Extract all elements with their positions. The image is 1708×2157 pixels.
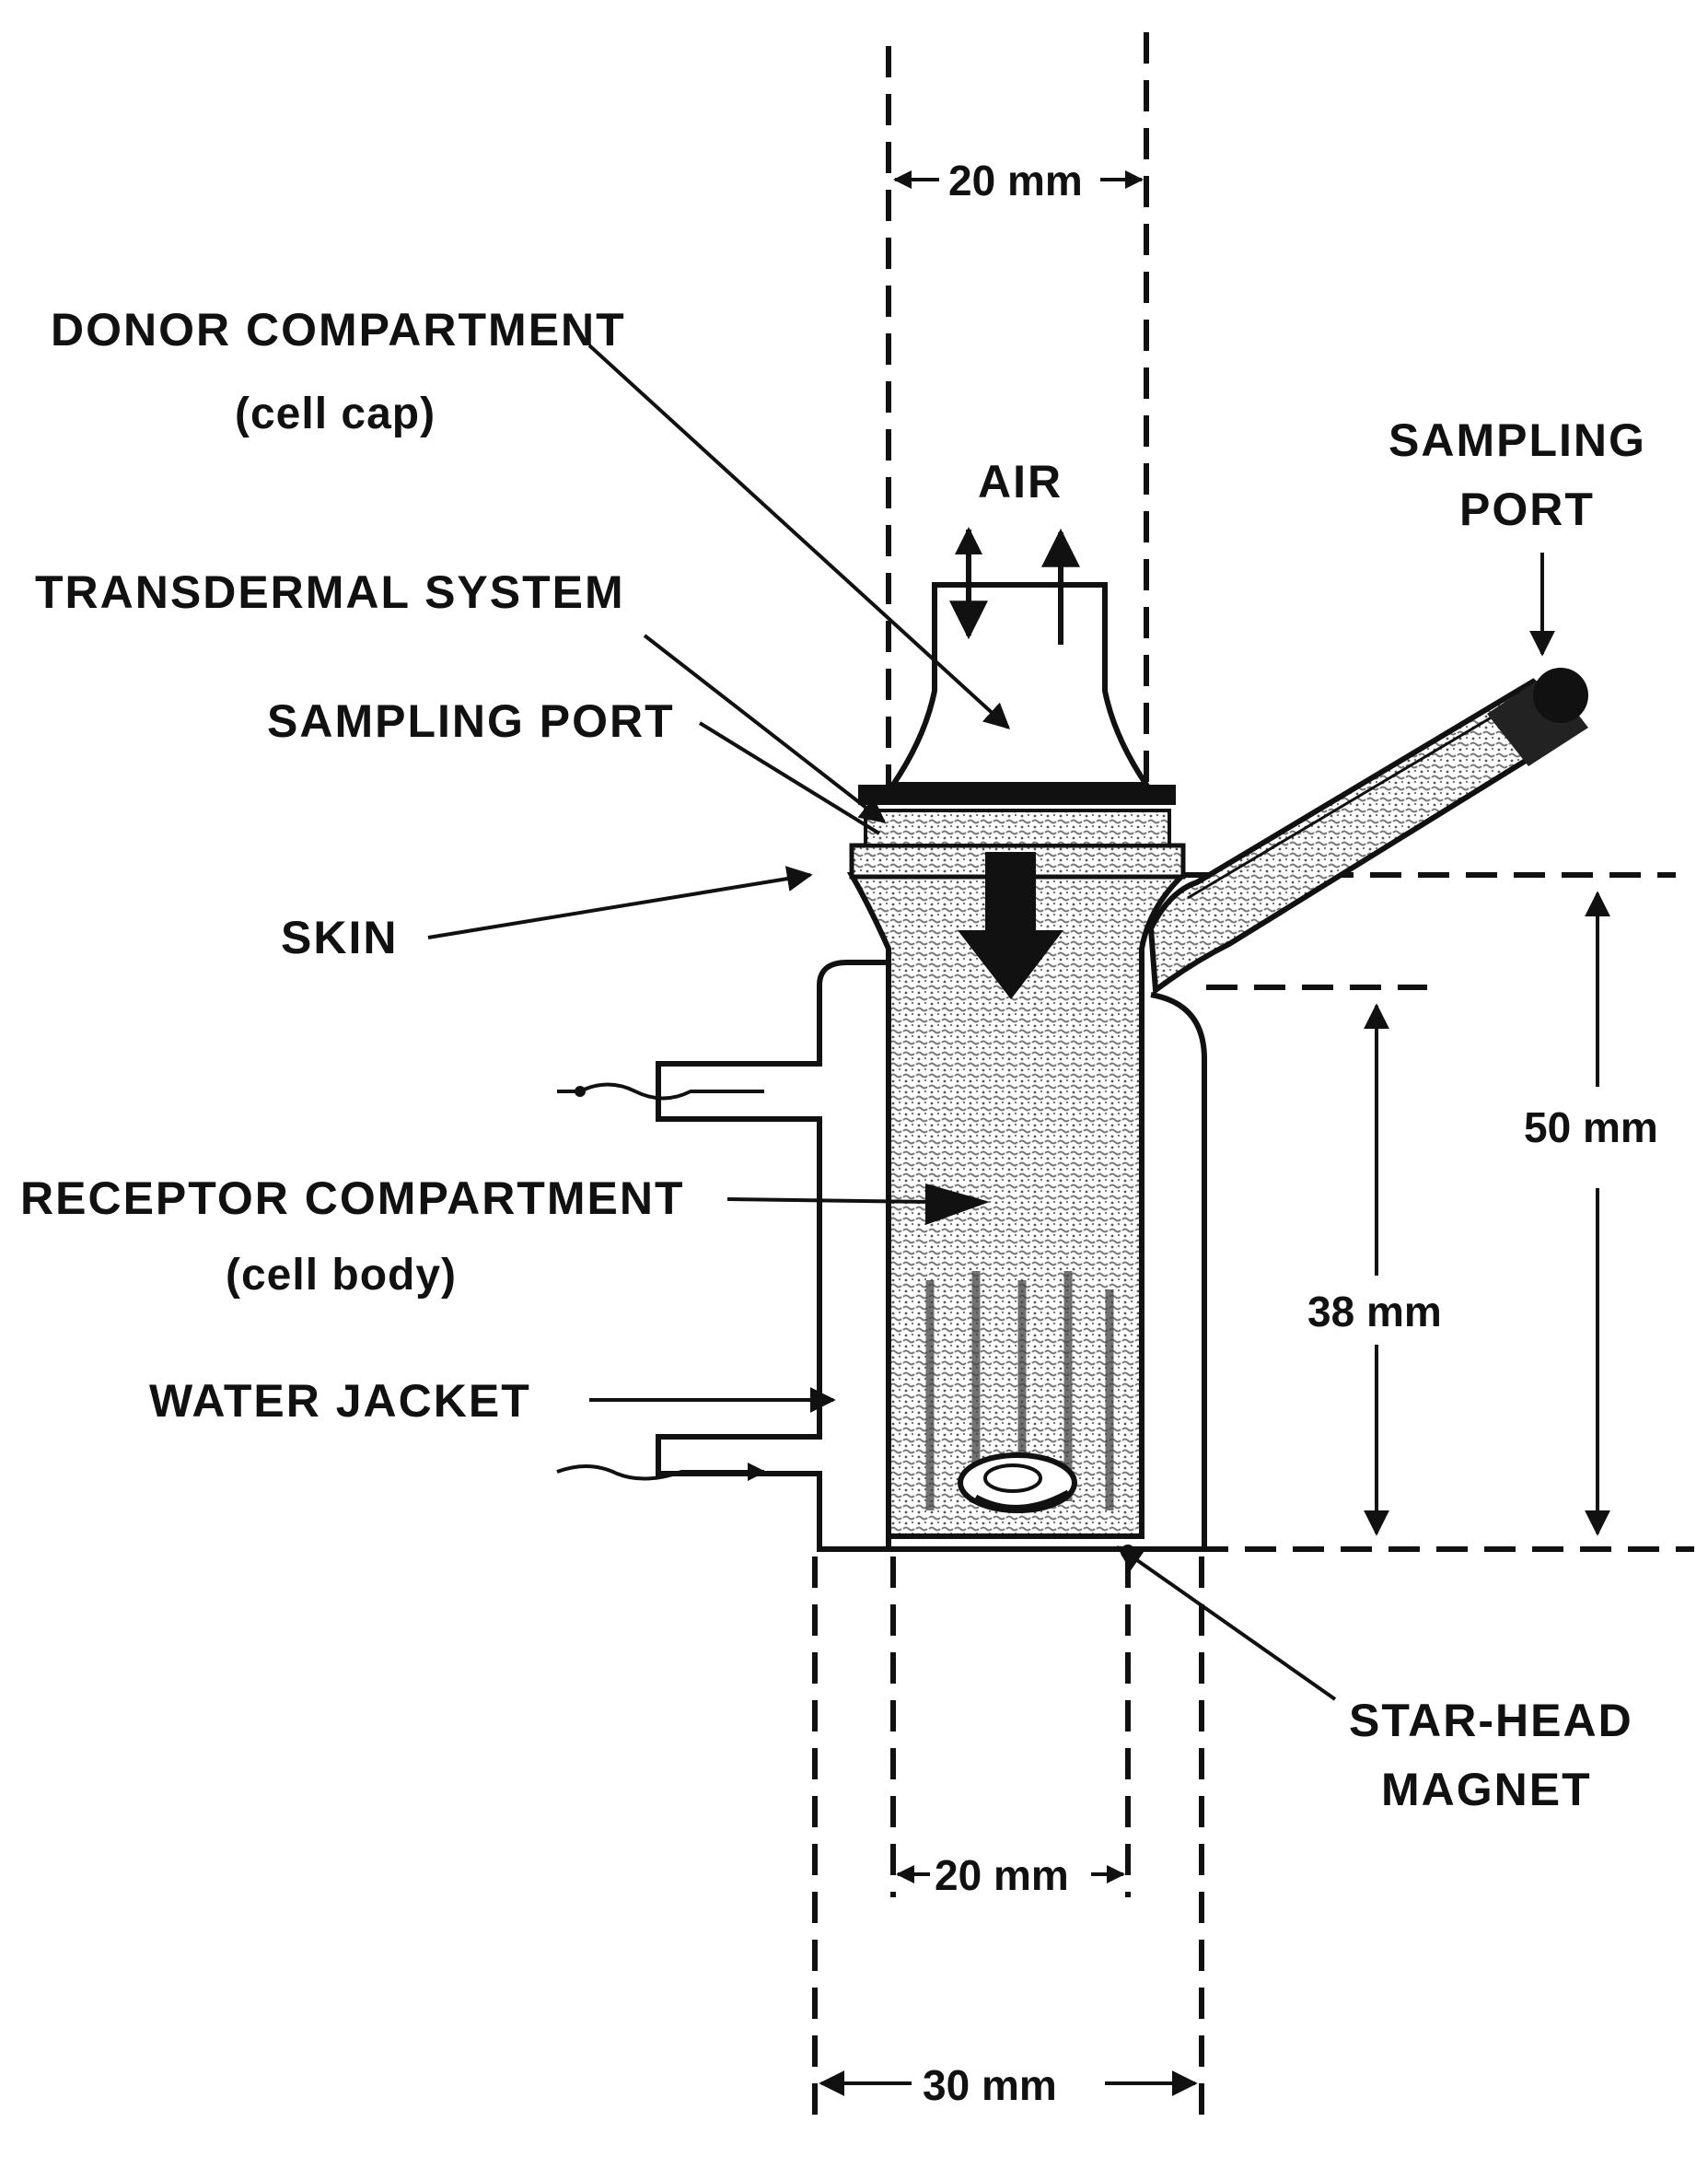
water-inlet-hose (557, 1082, 764, 1101)
sampling-port-cap (1533, 668, 1588, 723)
dim-height-outer: 50 mm (1524, 1103, 1658, 1151)
leader-skin (427, 866, 813, 939)
water-outlet-hose (556, 1463, 766, 1481)
label-water-jacket: WATER JACKET (149, 1375, 531, 1427)
label-receptor-sub: (cell body) (226, 1251, 457, 1300)
leader-magnet (1116, 1545, 1337, 1701)
flux-arrow (958, 852, 1063, 999)
leader-lines (427, 344, 1555, 1701)
label-sampling-port-left: SAMPLING PORT (267, 695, 675, 747)
dimension-arrows (819, 170, 1610, 2096)
transdermal-layer (864, 809, 1171, 847)
dim-top-width: 20 mm (948, 157, 1083, 204)
label-receptor-compartment: RECEPTOR COMPARTMENT (20, 1172, 685, 1224)
label-air: AIR (978, 456, 1063, 507)
sampling-port-arm-inner (1187, 694, 1529, 900)
dim-bottom-outer-width: 30 mm (923, 2061, 1057, 2109)
label-donor-sub: (cell cap) (235, 390, 436, 438)
label-skin: SKIN (281, 912, 398, 963)
dim-height-inner: 38 mm (1307, 1288, 1442, 1335)
label-sampling-port-right-2: PORT (1459, 484, 1595, 535)
leader-transdermal (643, 634, 887, 823)
water-jacket-outline (656, 960, 1207, 1552)
leader-receptor (726, 1197, 931, 1204)
hose-dot (575, 1086, 586, 1097)
clamp-bar (858, 785, 1176, 805)
label-sampling-port-right-1: SAMPLING (1388, 414, 1646, 466)
leader-sampling-left (698, 721, 881, 835)
dim-bottom-inner-width: 20 mm (935, 1851, 1069, 1899)
label-transdermal-system: TRANSDERMAL SYSTEM (35, 566, 625, 618)
label-star-head-1: STAR-HEAD (1349, 1695, 1633, 1746)
guide-lines (812, 32, 1694, 2128)
label-donor-compartment: DONOR COMPARTMENT (51, 304, 626, 356)
label-star-head-2: MAGNET (1381, 1764, 1592, 1815)
donor-compartment-cap (888, 582, 1152, 787)
labels: DONOR COMPARTMENT (cell cap) AIR TRANSDE… (20, 157, 1658, 2109)
magnet-contact-dot (1121, 1545, 1135, 1559)
leader-donor (587, 344, 1011, 729)
air-arrows (949, 527, 1080, 645)
sampling-port-arm (1147, 678, 1584, 996)
receptor-arrow-head (925, 1183, 990, 1225)
star-head-magnet (958, 1452, 1077, 1513)
